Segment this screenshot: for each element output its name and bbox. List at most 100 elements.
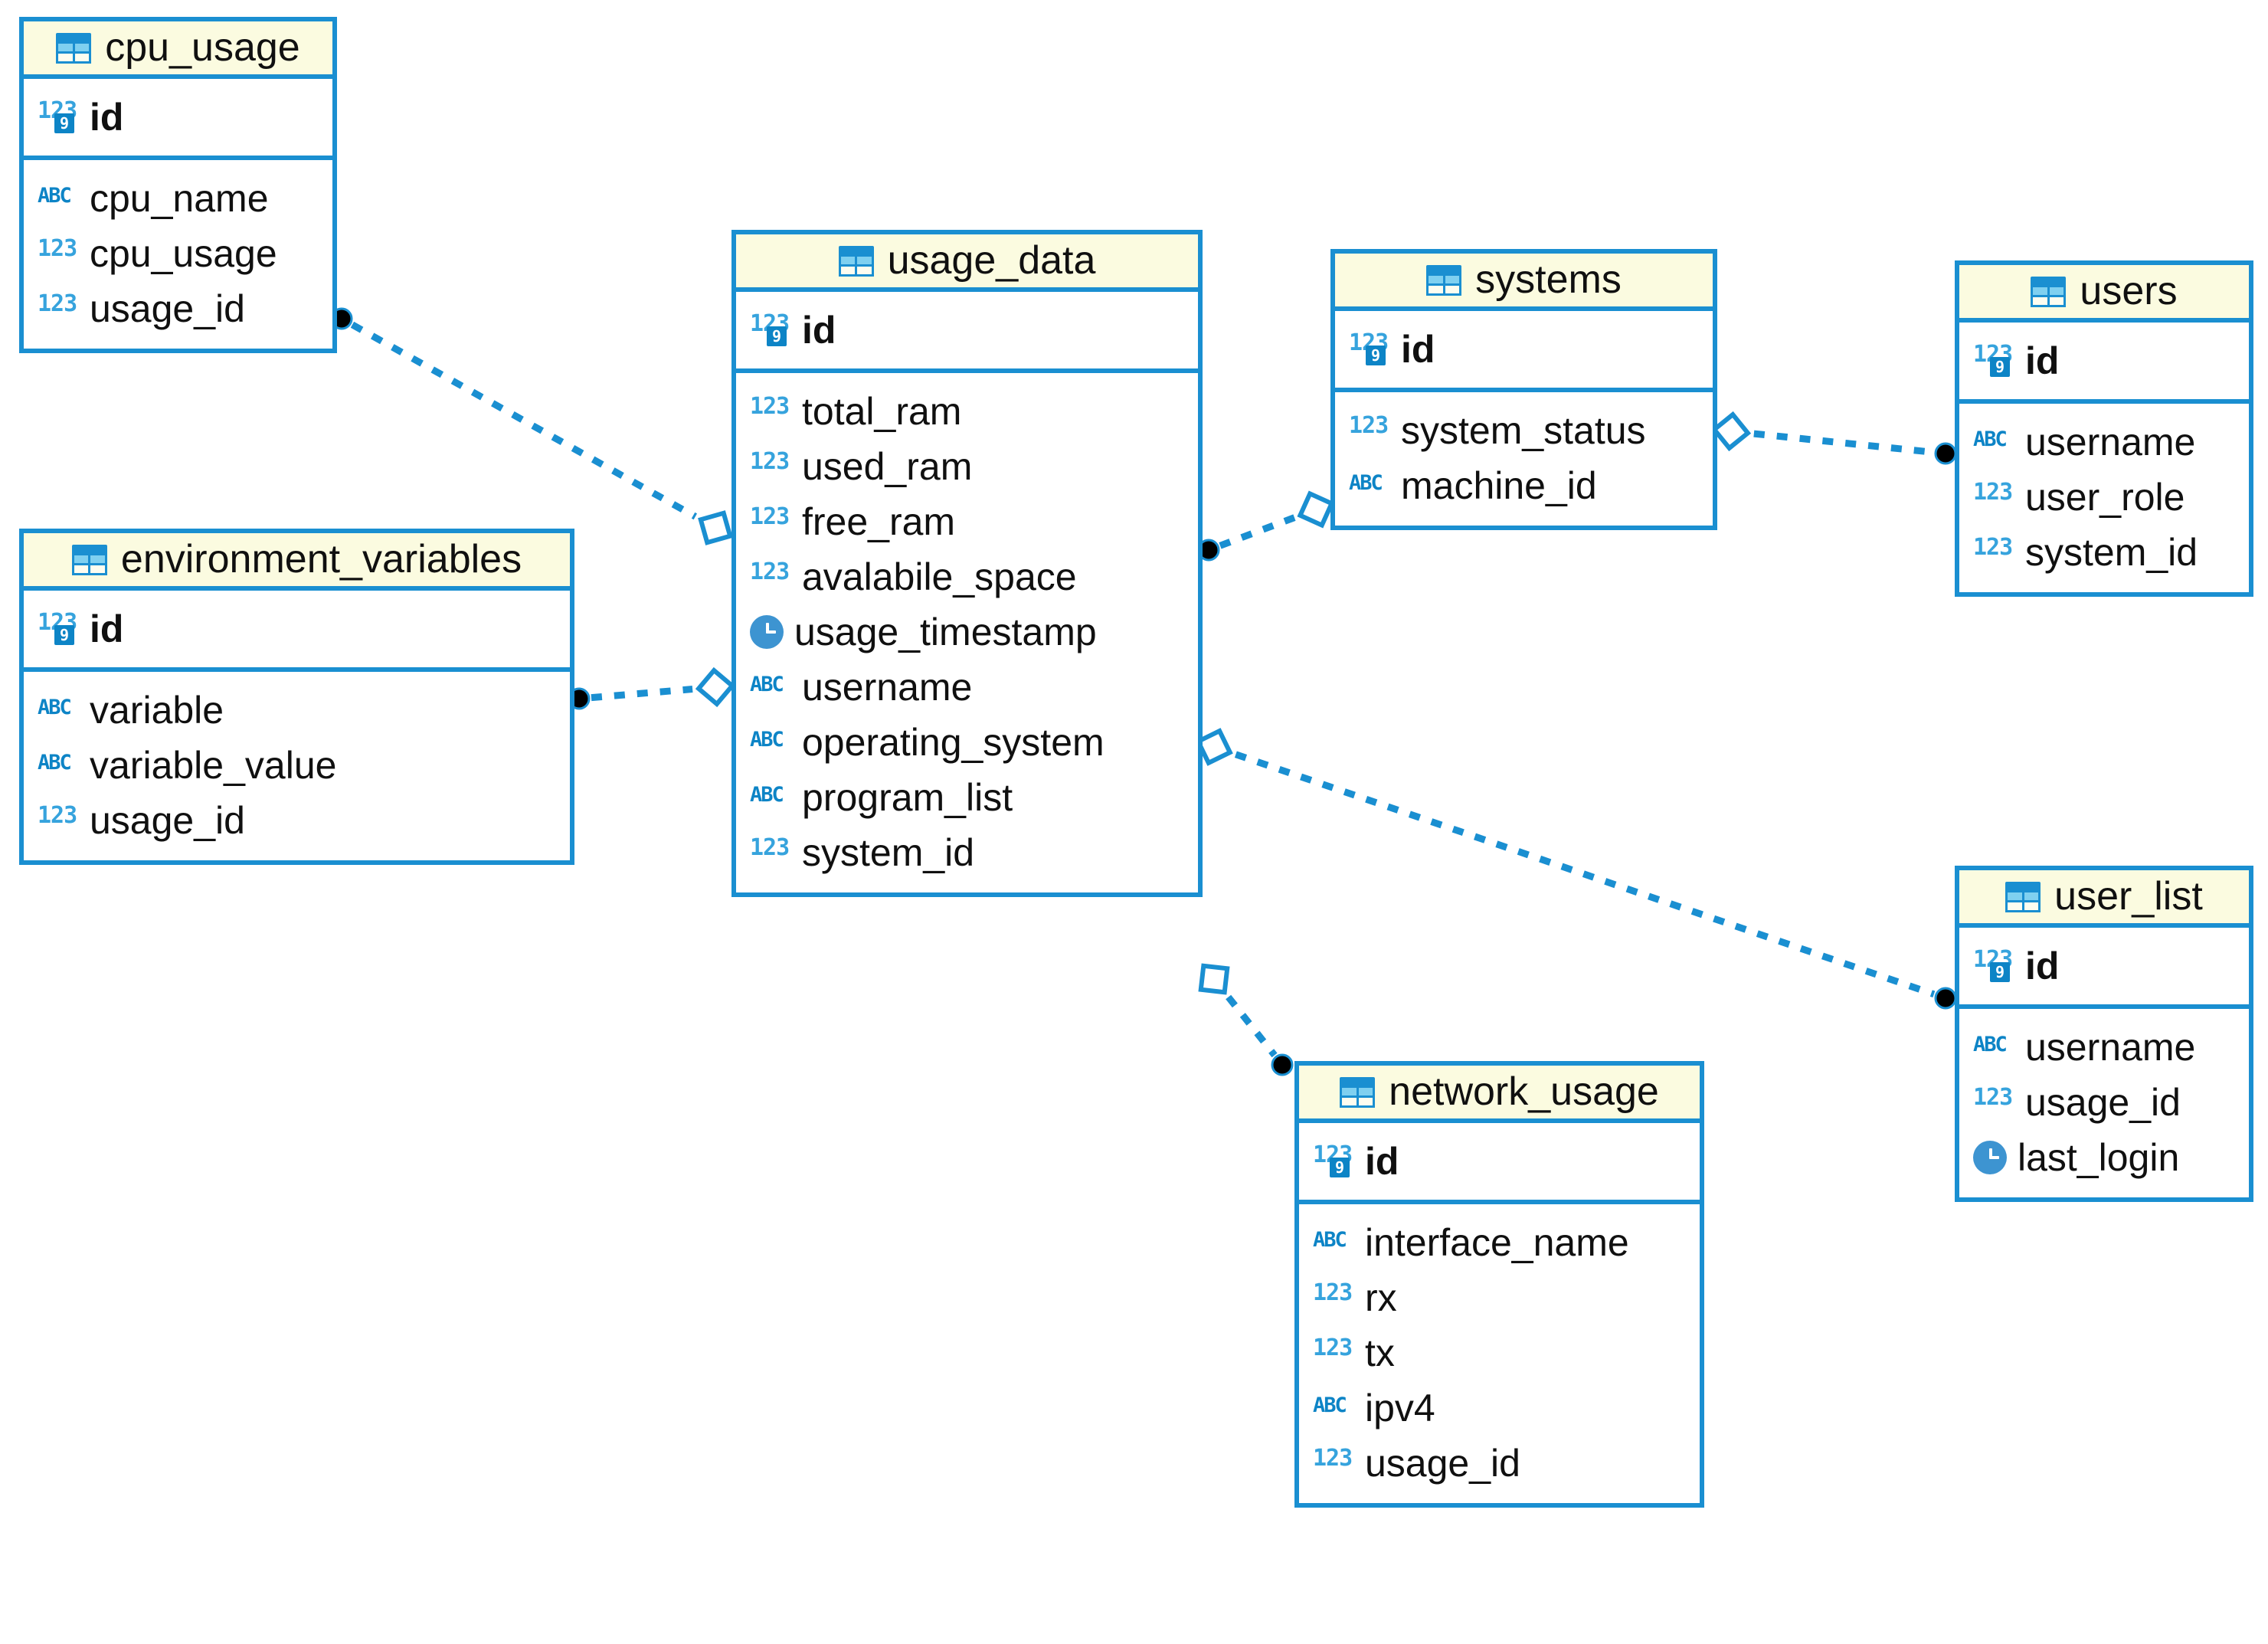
table-icon: [2005, 881, 2041, 912]
field-label: cpu_name: [90, 177, 269, 221]
relationship-line: [1753, 430, 1934, 456]
entity-title: network_usage: [1389, 1069, 1659, 1114]
field-label: usage_timestamp: [794, 611, 1097, 654]
abc-text-icon: ABC: [1973, 1033, 2008, 1057]
field-label: last_login: [2018, 1136, 2180, 1180]
number-icon: 123: [1349, 412, 1389, 440]
field-usage_timestamp[interactable]: usage_timestamp: [750, 604, 1190, 660]
number-icon: 123: [1973, 479, 2013, 506]
number-icon: 123: [1973, 1084, 2013, 1112]
field-label: program_list: [802, 776, 1013, 820]
entity-title: user_list: [2054, 874, 2203, 919]
abc-text-icon: ABC: [1313, 1228, 1347, 1253]
abc-text-icon: ABC: [750, 673, 784, 697]
field-label: used_ram: [802, 445, 973, 489]
field-label: cpu_usage: [90, 232, 277, 276]
entity-header-systems[interactable]: systems: [1335, 254, 1713, 312]
number-icon: 123: [1313, 1279, 1353, 1307]
rel-usage-data-to-user-list[interactable]: [1193, 725, 1957, 1010]
field-last_login[interactable]: last_login: [1973, 1130, 2241, 1185]
rel-cpu-usage-to-usage-data[interactable]: [330, 307, 738, 551]
rel-usage-data-to-network-usage[interactable]: [1190, 955, 1294, 1076]
number-icon: 123: [1313, 1445, 1353, 1472]
abc-text-icon: ABC: [1973, 427, 2008, 452]
number-icon: 123: [750, 503, 790, 531]
entity-title: environment_variables: [120, 537, 522, 581]
field-label: system_id: [802, 831, 975, 875]
table-icon: [838, 245, 874, 277]
field-label: ipv4: [1365, 1387, 1435, 1430]
table-icon: [1340, 1076, 1376, 1108]
entity-header-user_list[interactable]: user_list: [1959, 870, 2249, 928]
entity-title: users: [2080, 269, 2178, 313]
rel-usage-data-to-systems[interactable]: [1197, 488, 1337, 562]
entity-header-environment_variables[interactable]: environment_variables: [24, 533, 570, 591]
number-icon: 123: [1313, 1335, 1353, 1362]
field-tx[interactable]: 123 tx: [1313, 1325, 1692, 1380]
field-label: total_ram: [802, 390, 962, 434]
number-icon: 123: [38, 802, 77, 830]
field-label: id: [802, 309, 836, 352]
table-icon: [1426, 264, 1462, 296]
relationship-line: [1226, 994, 1278, 1058]
field-label: id: [90, 96, 124, 139]
rel-environment-variables-to-usage-data[interactable]: [568, 666, 736, 710]
field-label: id: [2025, 339, 2060, 383]
relationship-line: [350, 321, 698, 520]
field-label: usage_id: [90, 287, 245, 331]
rel-systems-to-users[interactable]: [1710, 411, 1957, 465]
abc-text-icon: ABC: [1349, 471, 1383, 496]
entity-header-cpu_usage[interactable]: cpu_usage: [24, 21, 332, 80]
entity-header-users[interactable]: users: [1959, 265, 2249, 323]
clock-icon: [750, 615, 784, 650]
entity-header-usage_data[interactable]: usage_data: [736, 234, 1198, 293]
entity-header-network_usage[interactable]: network_usage: [1299, 1066, 1700, 1124]
field-label: tx: [1365, 1331, 1395, 1375]
entity-title: cpu_usage: [105, 25, 300, 70]
